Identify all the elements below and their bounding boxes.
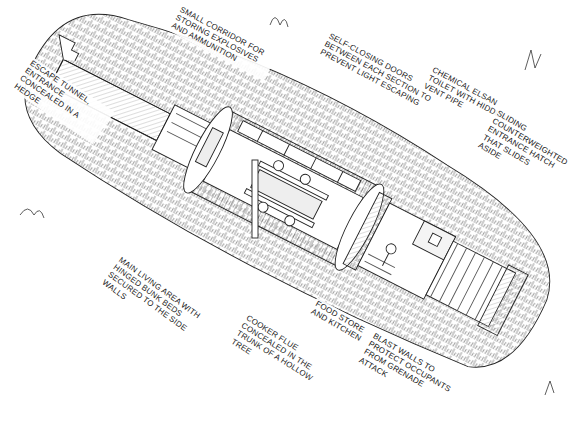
food-shelf — [365, 254, 395, 275]
bench — [258, 161, 328, 200]
tunnel-exit — [50, 35, 82, 65]
callout-label: COOKER FLUE CONCEALED IN THE TRUNK OF A … — [228, 311, 337, 399]
end-wall — [176, 102, 241, 198]
self-closing-door — [195, 128, 223, 167]
entrance-hatch — [478, 265, 528, 336]
callout-label: MAIN LIVING AREA WITH HINGED BUNK BEDS S… — [98, 253, 221, 357]
cook-body — [382, 253, 388, 265]
earth-mound — [0, 0, 580, 393]
cook — [384, 242, 397, 255]
cooker-flue — [252, 160, 258, 238]
occupant — [252, 159, 317, 228]
elsan-toilet — [428, 233, 441, 246]
